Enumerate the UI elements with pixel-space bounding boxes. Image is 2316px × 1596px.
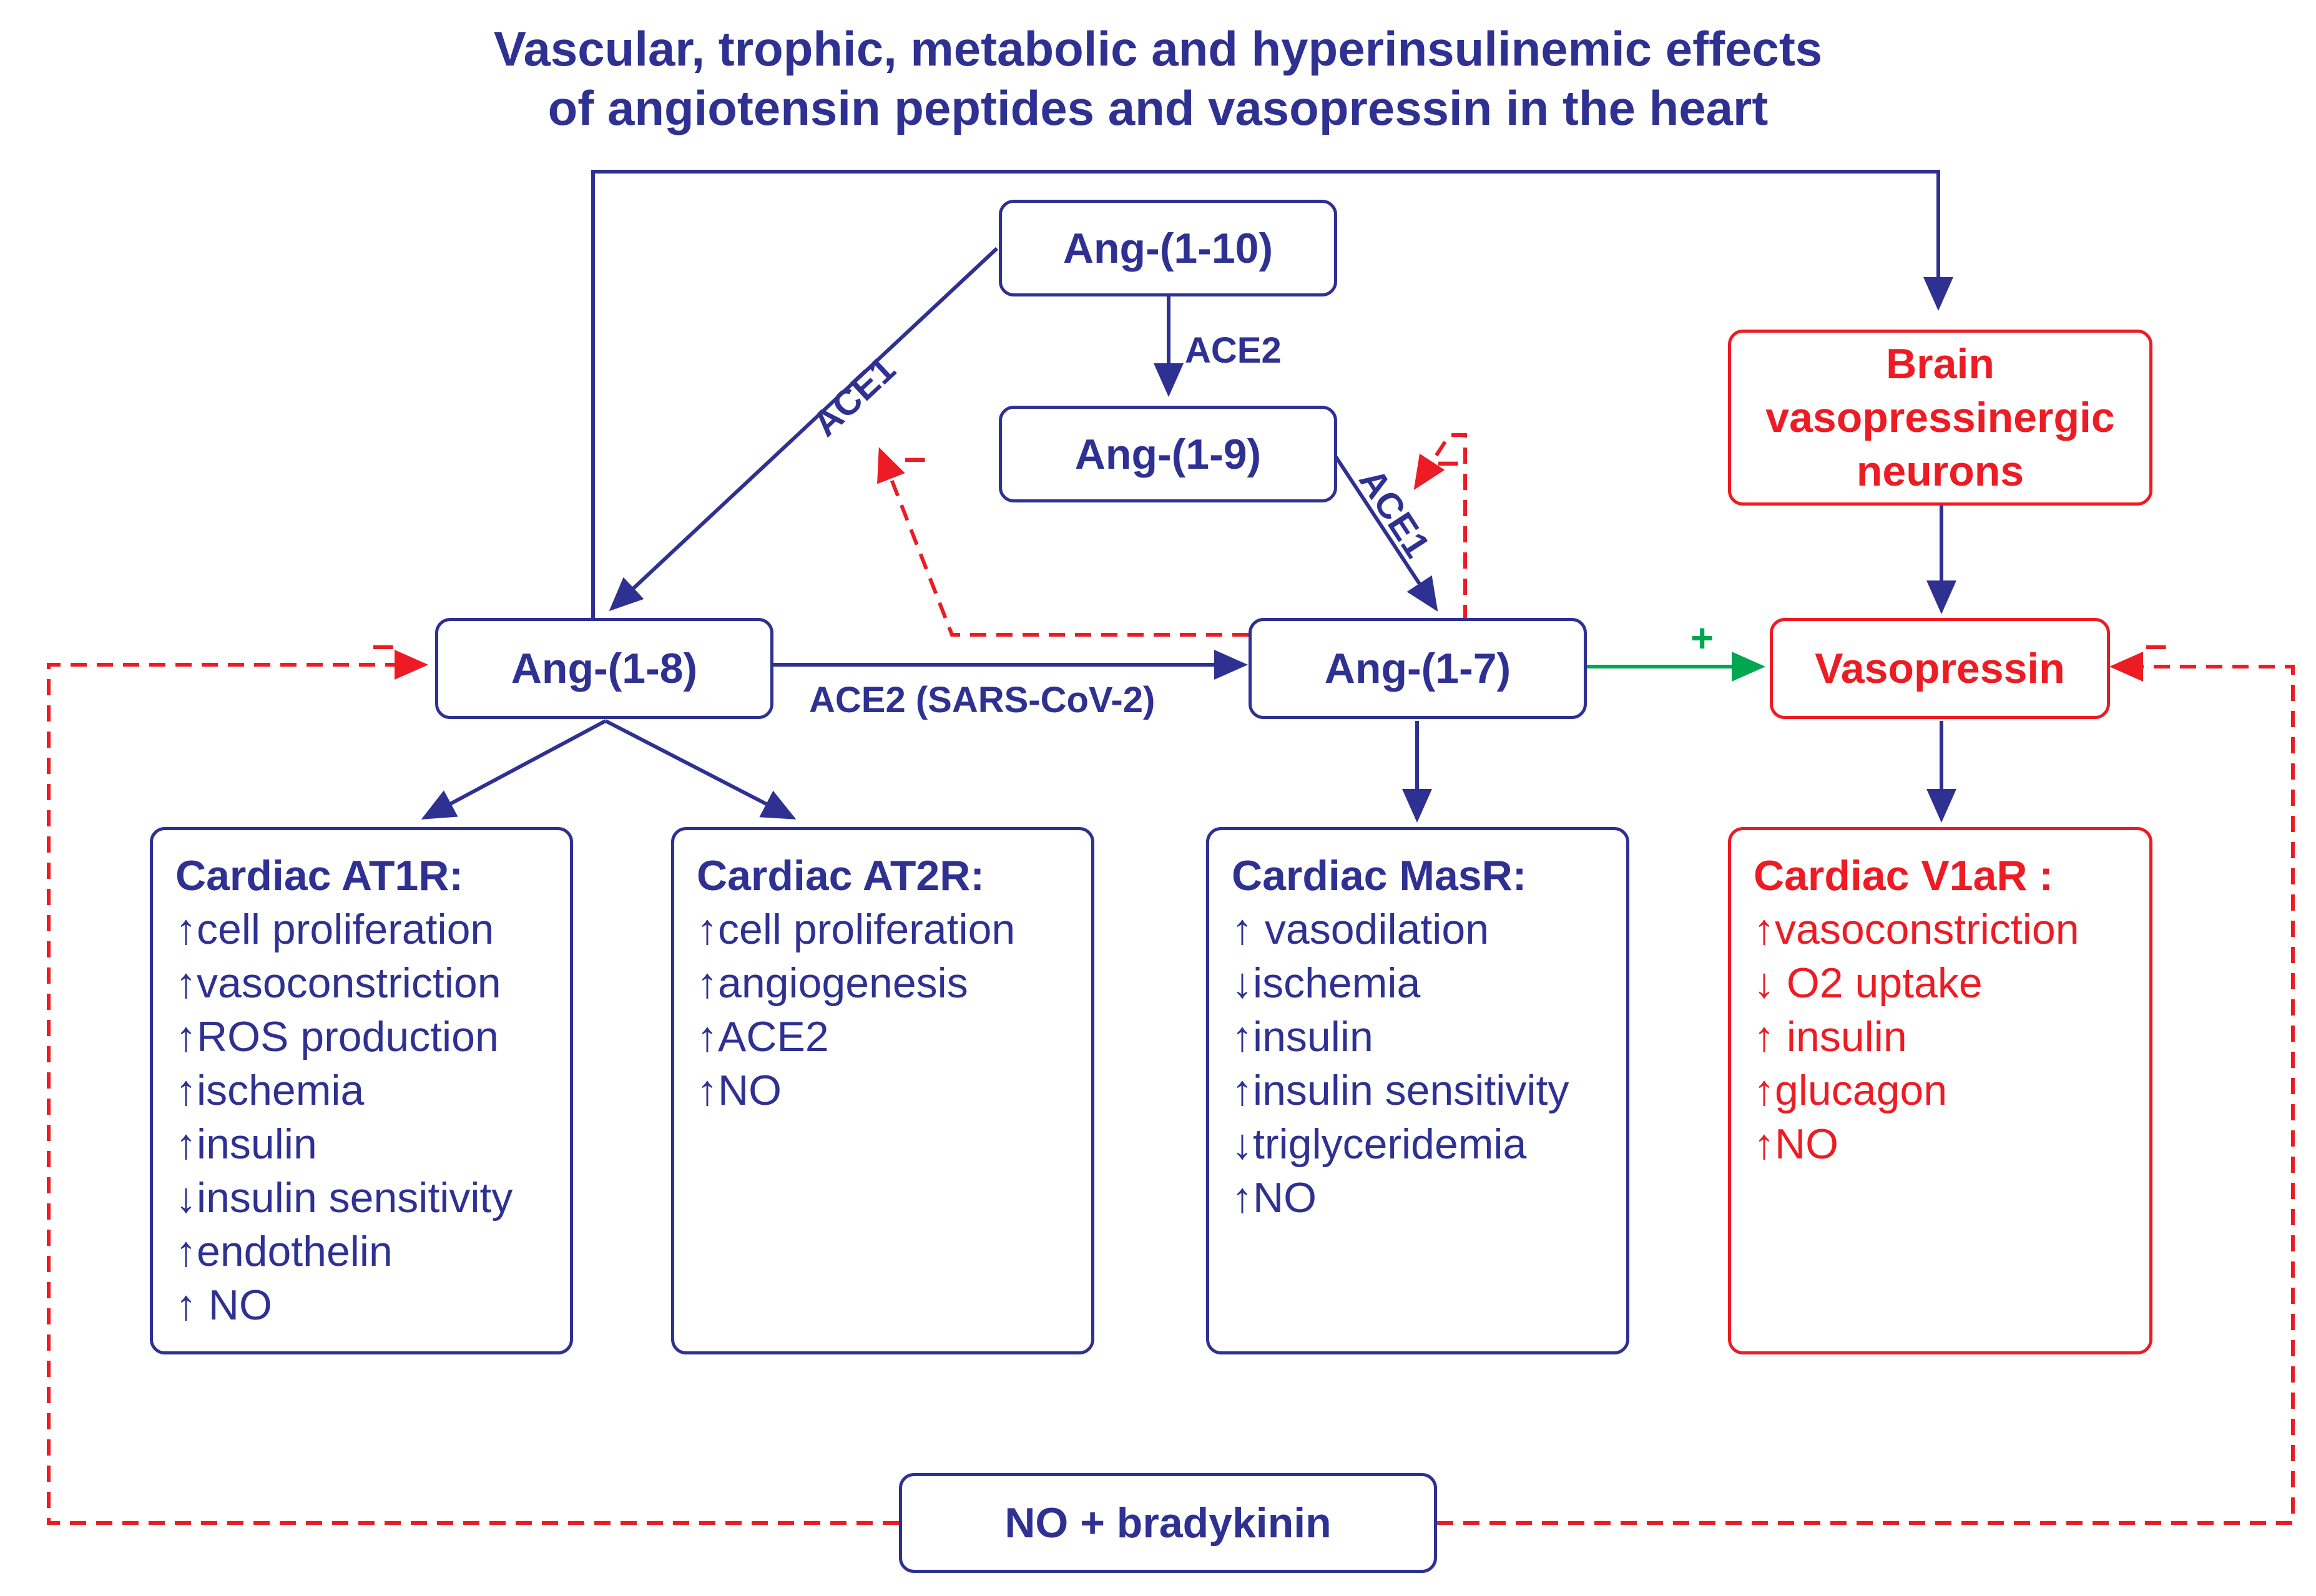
inhibit-ang17-to-ace1-right xyxy=(1413,433,1467,621)
panel-item: ↑insulin sensitivity xyxy=(1232,1067,1569,1114)
panel-item: ↑vasoconstriction xyxy=(175,959,501,1007)
panel-item: ↑angiogenesis xyxy=(697,959,968,1007)
panel-header: Cardiac AT1R: xyxy=(175,852,463,899)
panel-item: ↓triglyceridemia xyxy=(1232,1120,1527,1168)
panel-item: ↑NO xyxy=(1754,1120,1838,1168)
panel-item: ↑ NO xyxy=(175,1281,272,1329)
arrow-ang18-to-brain xyxy=(591,170,1953,618)
node-brain-line-3: neurons xyxy=(1856,448,2024,495)
panel-item: ↓ischemia xyxy=(1232,959,1421,1007)
arrow-ang19-to-ang17 xyxy=(1334,456,1438,612)
node-no-bradykinin-label: NO + bradykinin xyxy=(1004,1499,1332,1547)
node-brain-line-2: vasopressinergic xyxy=(1765,394,2115,441)
arrow-ang18-to-at2r xyxy=(604,719,797,820)
sign-minus-vasopressin: – xyxy=(2145,622,2167,667)
panel-item: ↑cell proliferation xyxy=(175,906,494,953)
panel-item: ↑insulin xyxy=(1232,1013,1373,1060)
panel-item: ↑ACE2 xyxy=(697,1013,829,1060)
panel-item: ↑ischemia xyxy=(175,1067,365,1114)
sign-plus-stimulation: + xyxy=(1690,615,1714,660)
panel-header: Cardiac V1aR : xyxy=(1754,852,2053,899)
node-ang-1-9-label: Ang-(1-9) xyxy=(1074,430,1262,478)
panel-item: ↑insulin xyxy=(175,1120,317,1168)
inhibit-no-bradykinin-to-vasopressin xyxy=(1437,652,2295,1525)
panel-item: ↑ vasodilation xyxy=(1232,906,1489,953)
panel-cardiac-at2r: Cardiac AT2R: ↑cell proliferation ↑angio… xyxy=(671,827,1094,1354)
sign-minus-ang18: – xyxy=(372,622,395,667)
label-ace2-sars-cov-2: ACE2 (SARS-CoV-2) xyxy=(809,680,1156,720)
panel-cardiac-at1r: Cardiac AT1R: ↑cell proliferation ↑vasoc… xyxy=(150,827,573,1354)
node-ang-1-10: Ang-(1-10) xyxy=(999,200,1337,296)
label-ace2-top: ACE2 xyxy=(1185,330,1282,371)
node-ang-1-7-label: Ang-(1-7) xyxy=(1324,645,1511,692)
node-ang-1-8: Ang-(1-8) xyxy=(435,618,773,719)
panel-item: ↑cell proliferation xyxy=(697,906,1016,953)
panel-cardiac-masr: Cardiac MasR: ↑ vasodilation ↓ischemia ↑… xyxy=(1206,827,1629,1354)
node-no-bradykinin: NO + bradykinin xyxy=(899,1473,1437,1573)
node-ang-1-10-label: Ang-(1-10) xyxy=(1062,224,1273,272)
panel-item: ↓insulin sensitivity xyxy=(175,1174,513,1221)
sign-minus-ace1-right: – xyxy=(1437,438,1460,483)
page-subtitle: of angiotensin peptides and vasopressin … xyxy=(547,81,1769,135)
arrow-ang110-to-ang18 xyxy=(609,247,999,612)
panel-item: ↑NO xyxy=(1232,1174,1317,1221)
inhibit-no-bradykinin-to-ang18 xyxy=(47,650,899,1525)
node-brain-neurons: Brain vasopressinergic neurons xyxy=(1728,330,2152,506)
page-title: Vascular, trophic, metabolic and hyperin… xyxy=(493,21,1823,76)
node-ang-1-7: Ang-(1-7) xyxy=(1249,618,1587,719)
panel-item: ↑ insulin xyxy=(1754,1013,1907,1060)
panel-item: ↑NO xyxy=(697,1067,782,1114)
panel-header: Cardiac AT2R: xyxy=(697,852,984,899)
node-ang-1-8-label: Ang-(1-8) xyxy=(511,645,698,692)
node-brain-line-1: Brain xyxy=(1886,340,1995,388)
node-ang-1-9: Ang-(1-9) xyxy=(999,406,1337,502)
arrow-ang18-to-at1r xyxy=(421,719,607,820)
node-vasopressin: Vasopressin xyxy=(1770,618,2110,719)
panel-item: ↑endothelin xyxy=(175,1228,393,1275)
node-vasopressin-label: Vasopressin xyxy=(1815,645,2065,692)
panel-item: ↓ O2 uptake xyxy=(1754,959,1983,1007)
panel-header: Cardiac MasR: xyxy=(1232,852,1527,899)
inhibit-ang17-to-ace1-left xyxy=(877,447,1249,637)
sign-minus-ace1-left: – xyxy=(904,434,926,479)
panel-item: ↑glucagon xyxy=(1754,1067,1948,1114)
panel-cardiac-v1ar: Cardiac V1aR : ↑vasoconstriction ↓ O2 up… xyxy=(1728,827,2152,1354)
panel-item: ↑ROS production xyxy=(175,1013,499,1060)
panel-item: ↑vasoconstriction xyxy=(1754,906,2079,953)
